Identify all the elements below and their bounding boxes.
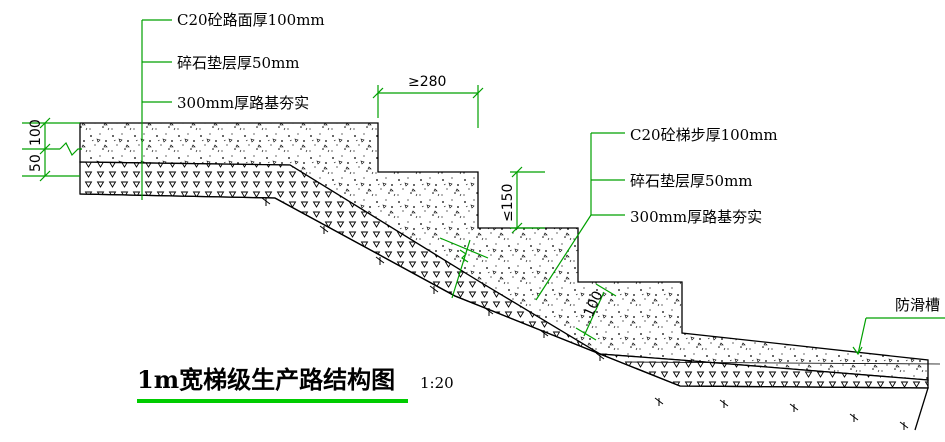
label-gravel-right: 碎石垫层厚50mm: [630, 172, 753, 190]
riser-dimension-label: ≤150: [500, 184, 516, 222]
label-base-right: 300mm厚路基夯实: [630, 208, 762, 226]
subgrade-line: [79, 193, 929, 431]
anti-slip-leader: [852, 317, 945, 356]
left-dimension-lower-label: 50: [28, 154, 44, 172]
label-surface-top: C20砼路面厚100mm: [177, 11, 325, 29]
label-base-top: 300mm厚路基夯实: [177, 94, 309, 112]
tread-dimension-label: ≥280: [408, 74, 446, 90]
slope-thickness-break: [439, 237, 489, 299]
label-step-right: C20砼梯步厚100mm: [630, 126, 778, 144]
left-dimension-upper-label: 100: [28, 119, 44, 146]
concrete-surface-layer: [79, 122, 929, 381]
step-thickness-dimension: [575, 283, 617, 341]
anti-slip-label: 防滑槽: [895, 296, 940, 314]
right-leaders: [535, 132, 625, 301]
label-gravel-top: 碎石垫层厚50mm: [177, 54, 300, 72]
subgrade-compaction-marks: [261, 197, 909, 430]
step-edge-marker: [627, 361, 941, 365]
top-leaders: [141, 19, 172, 200]
left-thickness-dimension: [22, 117, 82, 182]
tread-dimension: [372, 85, 484, 128]
drawing-scale: 1:20: [420, 374, 454, 392]
drawing-title: 1m宽梯级生产路结构图: [137, 365, 395, 394]
riser-dimension: [510, 166, 545, 234]
